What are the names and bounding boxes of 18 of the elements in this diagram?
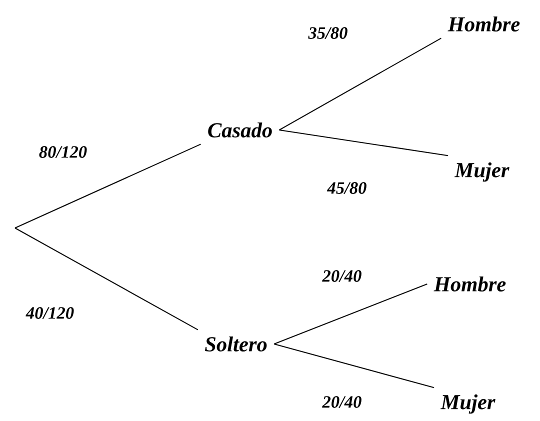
probability-label: 45/80 [326,182,366,194]
outcome-label: Hombre [434,276,506,292]
probability-label: 20/40 [322,396,362,408]
probability-label: 20/40 [322,270,362,282]
branch-line [279,38,442,130]
branch-line [14,228,198,330]
outcome-label: Mujer [454,162,510,182]
branch-line [274,343,434,388]
branch-line [274,284,428,344]
branch-line [279,129,448,156]
outcome-label: Casado [208,122,272,138]
branch-line [14,144,201,228]
outcome-label: Soltero [204,336,267,352]
outcome-label: Mujer [440,394,496,414]
probability-label: 40/120 [26,307,74,319]
probability-label: 35/80 [308,27,348,39]
probability-label: 80/120 [39,146,87,158]
outcome-label: Hombre [448,16,520,32]
